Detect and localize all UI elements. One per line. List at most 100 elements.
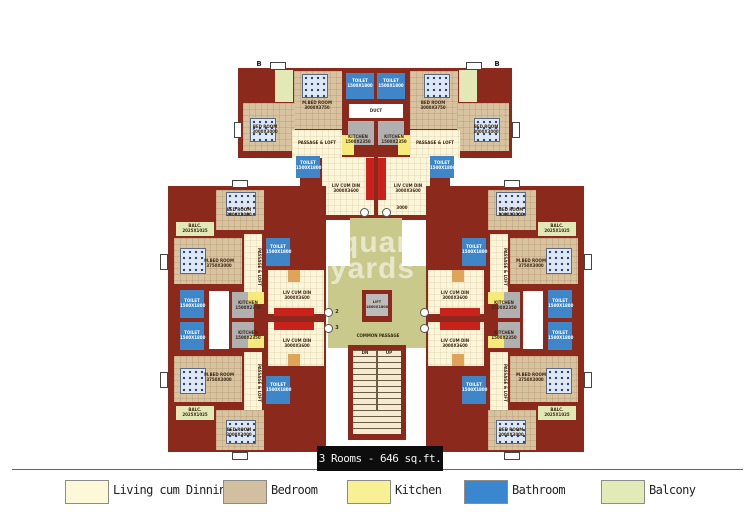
entry-corridor-left-lower bbox=[274, 322, 314, 330]
kitchen-top-left bbox=[342, 135, 354, 155]
bed-icon bbox=[302, 74, 328, 98]
window-icon bbox=[584, 254, 592, 270]
balcony-left-upper-label: BALC.2025X1025 bbox=[182, 223, 208, 233]
bedroom-left-upper bbox=[174, 238, 242, 284]
window-icon bbox=[160, 372, 168, 388]
balcony-right-lower-label: BALC.2025X1025 bbox=[544, 407, 570, 417]
bed-icon bbox=[226, 192, 256, 216]
bed-icon bbox=[474, 118, 500, 142]
passage-left-lower bbox=[244, 352, 262, 410]
legend-swatch-bathroom bbox=[464, 480, 508, 504]
door-icon bbox=[420, 308, 429, 317]
entry-corridor-right-upper bbox=[440, 308, 480, 316]
duct-top bbox=[348, 103, 404, 119]
duct-left bbox=[208, 290, 230, 350]
toilet-left-a bbox=[180, 290, 204, 318]
toilet-top-right bbox=[377, 73, 405, 99]
bed-icon bbox=[180, 248, 206, 274]
stair-divider bbox=[376, 350, 378, 410]
toilet-left-b bbox=[180, 322, 204, 350]
watermark-bottom: yards bbox=[330, 252, 416, 285]
entry-corridor-right-lower bbox=[440, 322, 480, 330]
dining-table-icon bbox=[452, 270, 464, 282]
common-passage-label: COMMON PASSAGE bbox=[356, 333, 400, 338]
dining-table-icon bbox=[452, 354, 464, 366]
stair-dn-label: DN bbox=[361, 350, 369, 355]
door-icon bbox=[382, 208, 391, 217]
kitchen-left-lower bbox=[248, 336, 264, 348]
window-icon bbox=[504, 452, 520, 460]
window-icon bbox=[160, 254, 168, 270]
dimension-label: 3000 bbox=[396, 205, 408, 210]
toilet-left-lower-small bbox=[266, 376, 290, 404]
legend-label-bedroom: Bedroom bbox=[271, 483, 318, 497]
bedroom-right-lower bbox=[510, 356, 578, 402]
balcony-top-left bbox=[275, 70, 293, 102]
duct-right bbox=[522, 290, 544, 350]
entry-corridor-top-left bbox=[366, 158, 374, 200]
duct-top-label: DUCT bbox=[369, 108, 383, 113]
balcony-right-upper-label: BALC.2025X1025 bbox=[544, 223, 570, 233]
passage-left-upper-label: PASSAGE & LOFT bbox=[257, 248, 262, 286]
passage-top-right-label: PASSAGE & LOFT bbox=[416, 140, 454, 145]
legend-label-balcony: Balcony bbox=[649, 483, 696, 497]
window-icon bbox=[232, 180, 248, 188]
legend-swatch-kitchen bbox=[347, 480, 391, 504]
balcony-left-lower bbox=[176, 406, 214, 420]
toilet-right-upper-small bbox=[462, 238, 486, 266]
toilet-top-left bbox=[346, 73, 374, 99]
window-icon bbox=[270, 62, 286, 70]
door-icon bbox=[324, 308, 333, 317]
flat-number-left-lower: 3 bbox=[335, 325, 339, 331]
balcony-right-lower bbox=[538, 406, 576, 420]
passage-right-upper-label: PASSAGE & LOFT bbox=[503, 248, 508, 286]
toilet-left-upper-small bbox=[266, 238, 290, 266]
window-icon bbox=[512, 122, 520, 138]
passage-top-left bbox=[292, 130, 342, 158]
passage-right-lower-label: PASSAGE & LOFT bbox=[503, 364, 508, 402]
unit-caption: 3 Rooms - 646 sq.ft. bbox=[317, 446, 443, 471]
dining-table-icon bbox=[288, 270, 300, 282]
door-icon bbox=[420, 324, 429, 333]
stair-up-label: UP bbox=[385, 350, 393, 355]
bed-icon bbox=[180, 368, 206, 394]
bed-icon bbox=[496, 192, 526, 216]
flat-number-left-upper: 2 bbox=[335, 309, 339, 315]
door-icon bbox=[324, 324, 333, 333]
legend-swatch-balcony bbox=[601, 480, 645, 504]
window-icon bbox=[234, 122, 242, 138]
balcony-top-right bbox=[459, 70, 477, 102]
passage-top-right bbox=[410, 130, 460, 158]
kitchen-top-right bbox=[398, 135, 410, 155]
legend-label-bathroom: Bathroom bbox=[512, 483, 566, 497]
window-icon bbox=[466, 62, 482, 70]
entry-corridor-left-upper bbox=[274, 308, 314, 316]
bed-icon bbox=[496, 420, 526, 444]
kitchen-right-upper bbox=[488, 292, 504, 304]
window-icon bbox=[232, 452, 248, 460]
bed-icon bbox=[226, 420, 256, 444]
